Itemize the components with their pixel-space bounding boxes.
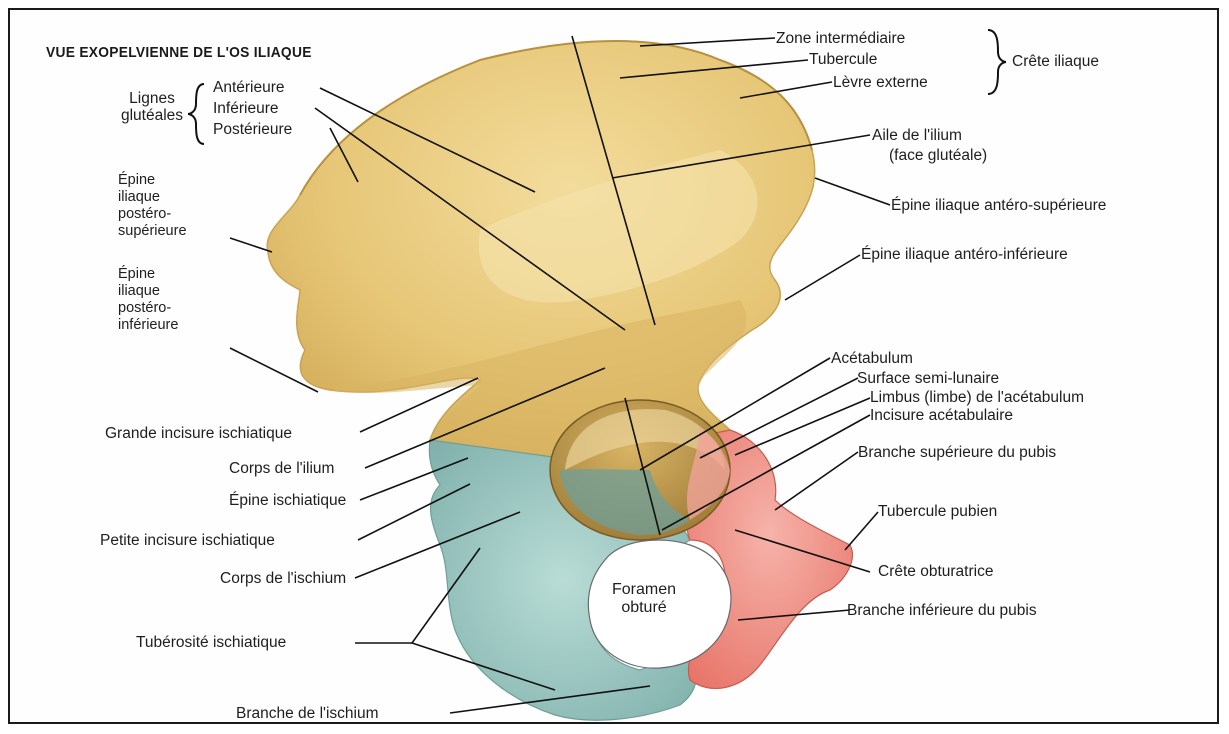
leader-tubercule-pubien [845, 512, 878, 550]
leader-epine-ant-inf [785, 255, 860, 300]
label-crete-obturatrice: Crête obturatrice [878, 563, 993, 580]
label-zone-intermediaire: Zone intermédiaire [776, 30, 905, 47]
label-tuberosite-ischiatique: Tubérosité ischiatique [136, 634, 286, 651]
label-petite-incisure: Petite incisure ischiatique [100, 532, 275, 549]
label-face-gluteale: (face glutéale) [889, 147, 987, 164]
label-lignes-gluteales: Lignes glutéales [112, 90, 192, 124]
label-tubercule-pubien: Tubercule pubien [878, 503, 997, 520]
label-epine-ant-inf: Épine iliaque antéro-inférieure [861, 246, 1068, 263]
label-surface-semi-lunaire: Surface semi-lunaire [857, 370, 999, 387]
label-corps-ilium: Corps de l'ilium [229, 460, 334, 477]
label-branche-ischium: Branche de l'ischium [236, 705, 379, 722]
leader-epine-ant-sup [815, 178, 890, 205]
label-corps-ischium: Corps de l'ischium [220, 570, 346, 587]
label-anterieure: Antérieure [213, 79, 285, 96]
leader-surface-semi-lunaire [700, 378, 858, 458]
label-epine-post-inf: Épine iliaque postéro- inférieure [118, 266, 178, 334]
label-acetabulum: Acétabulum [831, 350, 913, 367]
label-incisure-acetabulaire: Incisure acétabulaire [870, 407, 1013, 424]
label-epine-post-sup: Épine iliaque postéro- supérieure [118, 172, 187, 240]
label-foramen-obture: Foramen obturé [604, 581, 684, 617]
label-epine-ischiatique: Épine ischiatique [229, 492, 346, 509]
label-inferieure: Inférieure [213, 100, 278, 117]
leader-zone-intermediaire [640, 38, 775, 46]
label-posterieure: Postérieure [213, 121, 292, 138]
label-crete-iliaque: Crête iliaque [1012, 53, 1099, 70]
label-branche-inf-pubis: Branche inférieure du pubis [847, 602, 1037, 619]
leader-epine-post-sup [230, 238, 272, 252]
label-tubercule: Tubercule [809, 51, 877, 68]
label-levre-externe: Lèvre externe [833, 74, 928, 91]
label-aile-ilium: Aile de l'ilium [872, 127, 962, 144]
label-grande-incisure: Grande incisure ischiatique [105, 425, 292, 442]
label-limbus: Limbus (limbe) de l'acétabulum [870, 389, 1084, 406]
label-epine-ant-sup: Épine iliaque antéro-supérieure [891, 197, 1106, 214]
crest-brace [988, 30, 1006, 94]
label-branche-sup-pubis: Branche supérieure du pubis [858, 444, 1056, 461]
